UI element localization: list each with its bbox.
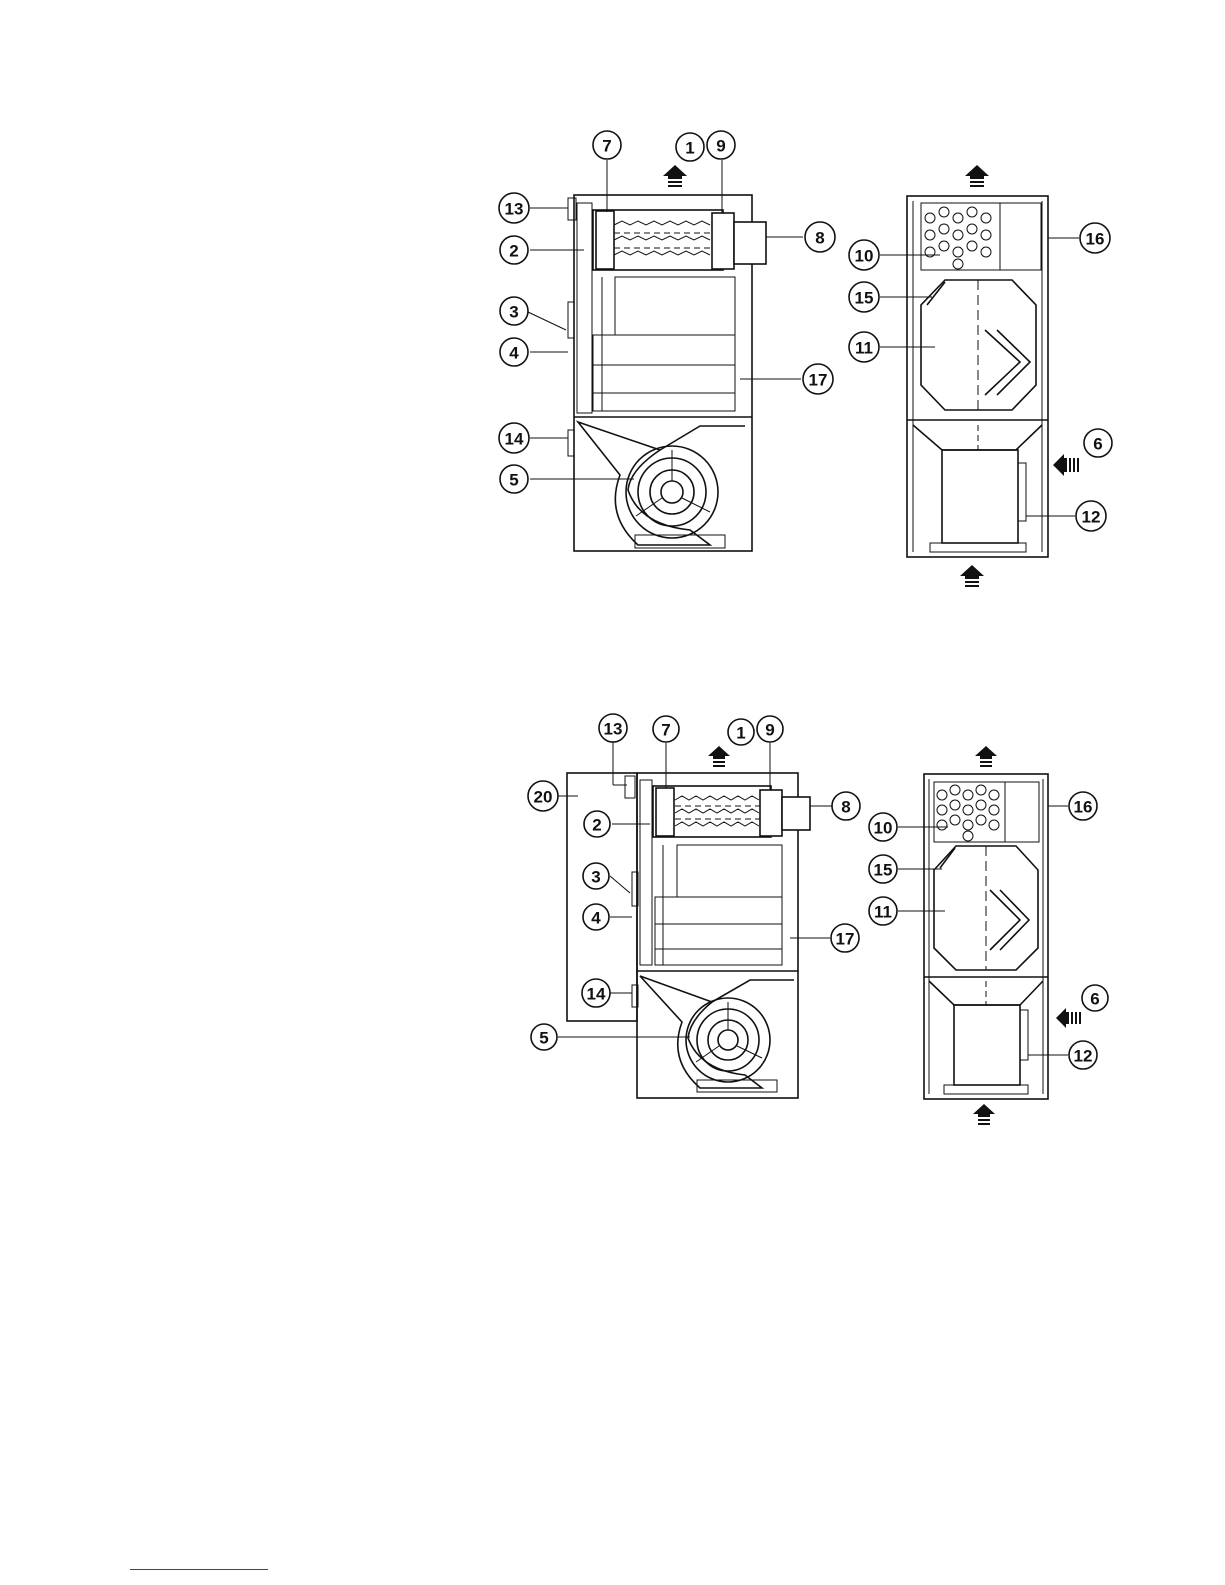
callout-upper-14: 14 (499, 423, 529, 453)
callout-lower-11: 11 (869, 897, 897, 925)
svg-text:1: 1 (685, 139, 694, 158)
svg-text:4: 4 (591, 909, 601, 928)
callout-lower-9: 9 (757, 716, 783, 742)
callout-upper-7: 7 (593, 131, 621, 159)
svg-text:9: 9 (716, 137, 725, 156)
svg-text:1: 1 (736, 724, 745, 743)
svg-text:7: 7 (661, 721, 670, 740)
callout-upper-3: 3 (500, 297, 528, 325)
callout-upper-5: 5 (500, 465, 528, 493)
callout-lower-17: 17 (831, 924, 859, 952)
callout-lower-2: 2 (584, 811, 610, 837)
svg-text:7: 7 (602, 137, 611, 156)
lower-front-cutaway-unit (924, 746, 1081, 1125)
svg-text:12: 12 (1082, 508, 1101, 527)
footer-rule (130, 1569, 268, 1570)
callout-lower-1: 1 (728, 719, 754, 745)
svg-text:3: 3 (509, 303, 518, 322)
callout-lower-5: 5 (531, 1024, 557, 1050)
svg-text:15: 15 (874, 861, 893, 880)
callout-lower-20: 20 (528, 781, 558, 811)
upper-right-bottom-arrow-icon (960, 565, 984, 587)
upper-side-cutaway-unit (568, 165, 766, 551)
lower-right-bottom-arrow-icon (973, 1104, 995, 1125)
svg-text:12: 12 (1074, 1047, 1093, 1066)
svg-text:2: 2 (509, 242, 518, 261)
callout-lower-3: 3 (583, 863, 609, 889)
svg-text:16: 16 (1074, 798, 1093, 817)
svg-text:8: 8 (815, 229, 824, 248)
callout-lower-6: 6 (1082, 985, 1108, 1011)
callout-lower-12: 12 (1069, 1041, 1097, 1069)
svg-text:15: 15 (855, 289, 874, 308)
svg-text:17: 17 (809, 371, 828, 390)
lower-filter-media (937, 785, 999, 841)
callout-lower-10: 10 (869, 813, 897, 841)
svg-text:6: 6 (1093, 435, 1102, 454)
svg-text:13: 13 (505, 200, 524, 219)
svg-text:11: 11 (874, 903, 892, 922)
svg-text:10: 10 (855, 247, 874, 266)
svg-text:4: 4 (509, 344, 519, 363)
svg-text:5: 5 (509, 471, 518, 490)
svg-text:20: 20 (534, 788, 553, 807)
svg-text:14: 14 (587, 985, 606, 1004)
callout-lower-15: 15 (869, 855, 897, 883)
callout-lower-4: 4 (583, 904, 609, 930)
filter-media (925, 207, 991, 269)
callout-upper-8: 8 (805, 222, 835, 252)
lower-left-supply-arrow-icon (708, 746, 730, 767)
callout-upper-15: 15 (849, 282, 879, 312)
svg-text:16: 16 (1086, 230, 1105, 249)
callout-lower-8: 8 (832, 792, 860, 820)
lower-right-return-arrow-icon (1056, 1008, 1081, 1028)
svg-text:8: 8 (841, 798, 850, 817)
callout-upper-1: 1 (676, 133, 704, 161)
svg-text:14: 14 (505, 430, 524, 449)
callout-lower-14: 14 (582, 979, 610, 1007)
callout-lower-16: 16 (1069, 792, 1097, 820)
svg-text:10: 10 (874, 819, 893, 838)
upper-right-top-arrow-icon (965, 165, 989, 187)
callout-upper-2: 2 (500, 236, 528, 264)
svg-text:3: 3 (591, 868, 600, 887)
callout-upper-10: 10 (849, 240, 879, 270)
svg-text:13: 13 (604, 720, 623, 739)
svg-text:17: 17 (836, 930, 855, 949)
svg-text:11: 11 (855, 339, 873, 358)
callout-upper-9: 9 (707, 131, 735, 159)
callout-upper-17: 17 (803, 364, 833, 394)
callout-upper-12: 12 (1076, 501, 1106, 531)
svg-text:6: 6 (1090, 990, 1099, 1009)
svg-text:9: 9 (765, 721, 774, 740)
callout-upper-16: 16 (1080, 223, 1110, 253)
svg-text:2: 2 (592, 816, 601, 835)
callout-upper-4: 4 (500, 338, 528, 366)
svg-text:5: 5 (539, 1029, 548, 1048)
callout-lower-13: 13 (599, 714, 627, 742)
upper-right-return-arrow-icon (1053, 454, 1079, 476)
callout-upper-11: 11 (849, 332, 879, 362)
callout-lower-7: 7 (653, 716, 679, 742)
callout-upper-6: 6 (1084, 429, 1112, 457)
upper-front-cutaway-unit (907, 165, 1079, 587)
callout-upper-13: 13 (499, 193, 529, 223)
upper-left-supply-arrow-icon (663, 165, 687, 187)
lower-right-top-arrow-icon (975, 746, 997, 767)
